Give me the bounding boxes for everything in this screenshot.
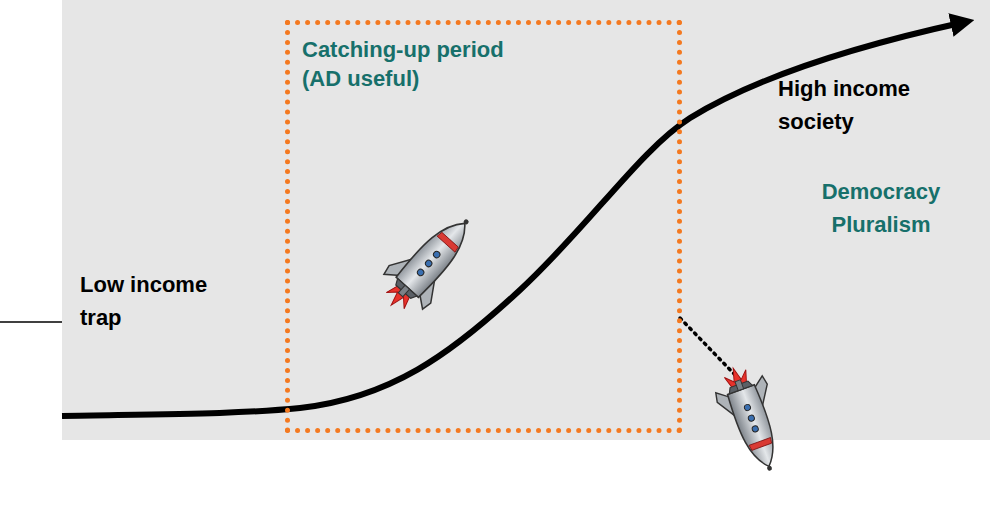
rule-line — [0, 321, 62, 323]
region-title: Catching-up period (AD useful) — [302, 35, 532, 93]
fall-trajectory — [680, 318, 740, 380]
falling-rocket — [708, 359, 795, 479]
stage-label: High income society — [778, 72, 983, 138]
background-panel — [62, 0, 990, 440]
catching-up-region: Catching-up period (AD useful) — [285, 20, 682, 433]
rising-rocket — [370, 201, 488, 324]
feature-label: Democracy Pluralism — [806, 175, 956, 241]
stage-label: Low income trap — [80, 268, 230, 334]
